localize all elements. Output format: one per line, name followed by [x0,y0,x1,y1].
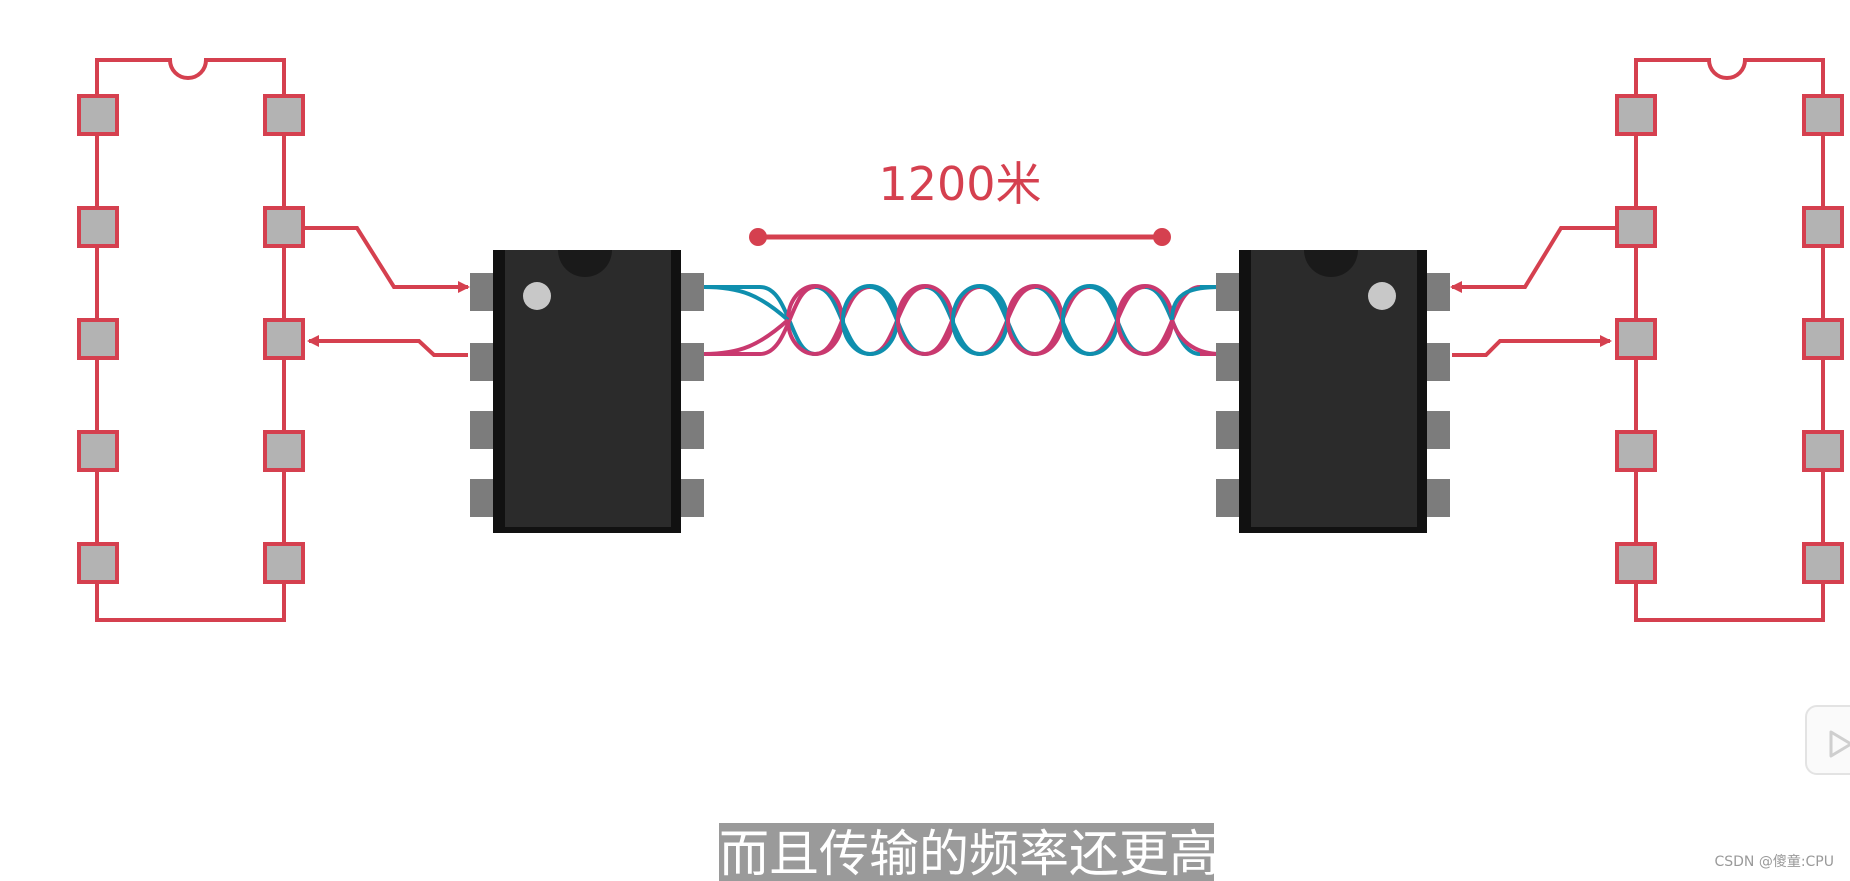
video-subtitle: 而且传输的频率还更高 [719,823,1214,881]
right-signal-arrows [1450,226,1617,357]
left-chip-pin1-dot [523,282,551,310]
cable-twists [703,284,1221,356]
watermark: CSDN @傻童:CPU [1714,854,1834,870]
play-icon [1829,730,1850,758]
right-chip-pin1-dot [1368,282,1396,310]
left-transceiver-chip [470,250,704,533]
distance-marker: 1200米 [749,157,1171,246]
play-button[interactable] [1805,705,1850,775]
distance-label: 1200米 [878,157,1041,211]
left-ic-pads [77,94,305,584]
left-signal-arrows [303,226,470,357]
twisted-pair-cable [703,284,1221,356]
left-ic-outline [77,58,305,622]
right-ic-outline [1615,58,1844,622]
right-ic-pads [1615,94,1844,584]
right-transceiver-chip [1216,250,1450,533]
